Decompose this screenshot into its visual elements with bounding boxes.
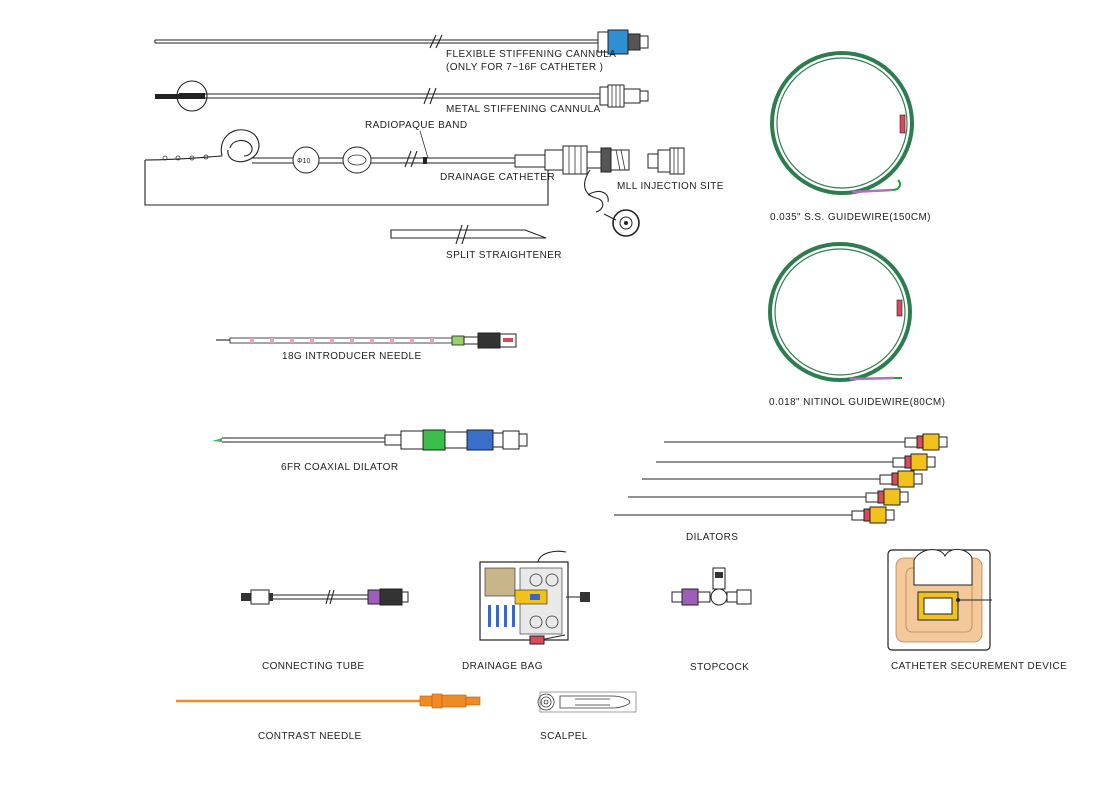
label-scalpel: SCALPEL — [540, 731, 588, 742]
label-metal-cannula: METAL STIFFENING CANNULA — [446, 104, 601, 115]
flexible-stiffening-cannula: FLEXIBLE STIFFENING CANNULA (ONLY FOR 7~… — [154, 29, 649, 73]
catheter-securement-device: CATHETER SECUREMENT DEVICE — [887, 549, 1067, 672]
label-split-straightener: SPLIT STRAIGHTENER — [446, 250, 562, 261]
label-nitinol-guidewire: 0.018" NITINOL GUIDEWIRE(80CM) — [769, 397, 945, 408]
coaxial-dilator: 6FR COAXIAL DILATOR — [212, 429, 528, 473]
scalpel: SCALPEL — [537, 691, 637, 742]
drainage-bag: DRAINAGE BAG — [462, 550, 590, 672]
label-flexible-cannula-line1: FLEXIBLE STIFFENING CANNULA — [446, 49, 616, 60]
svg-text:Φ10: Φ10 — [297, 158, 310, 165]
label-flexible-cannula-line2: (ONLY FOR 7~16F CATHETER ) — [446, 62, 603, 73]
label-dilators: DILATORS — [686, 532, 738, 543]
label-radiopaque-band: RADIOPAQUE BAND — [365, 120, 468, 131]
mll-injection-site: MLL INJECTION SITE — [617, 147, 724, 192]
connecting-tube: CONNECTING TUBE — [241, 588, 409, 672]
label-mll-injection-site: MLL INJECTION SITE — [617, 181, 724, 192]
nitinol-guidewire: 0.018" NITINOL GUIDEWIRE(80CM) — [768, 242, 945, 408]
split-straightener: SPLIT STRAIGHTENER — [390, 224, 562, 261]
contrast-needle: CONTRAST NEEDLE — [176, 693, 481, 742]
label-ss-guidewire: 0.035" S.S. GUIDEWIRE(150CM) — [770, 212, 931, 223]
label-drainage-catheter: DRAINAGE CATHETER — [440, 172, 555, 183]
ss-guidewire: 0.035" S.S. GUIDEWIRE(150CM) — [770, 51, 931, 223]
label-coaxial-dilator: 6FR COAXIAL DILATOR — [281, 462, 398, 473]
label-drainage-bag: DRAINAGE BAG — [462, 661, 543, 672]
label-connecting-tube: CONNECTING TUBE — [262, 661, 365, 672]
stopcock: STOPCOCK — [671, 567, 752, 673]
drainage-catheter: RADIOPAQUE BAND Φ10 — [144, 120, 640, 237]
label-securement-device: CATHETER SECUREMENT DEVICE — [891, 661, 1067, 672]
label-contrast-needle: CONTRAST NEEDLE — [258, 731, 362, 742]
introducer-needle: 18G INTRODUCER NEEDLE — [216, 332, 517, 362]
label-introducer-needle: 18G INTRODUCER NEEDLE — [282, 351, 422, 362]
dilators: DILATORS — [614, 433, 948, 543]
label-stopcock: STOPCOCK — [690, 662, 749, 673]
metal-stiffening-cannula: METAL STIFFENING CANNULA — [155, 80, 649, 115]
